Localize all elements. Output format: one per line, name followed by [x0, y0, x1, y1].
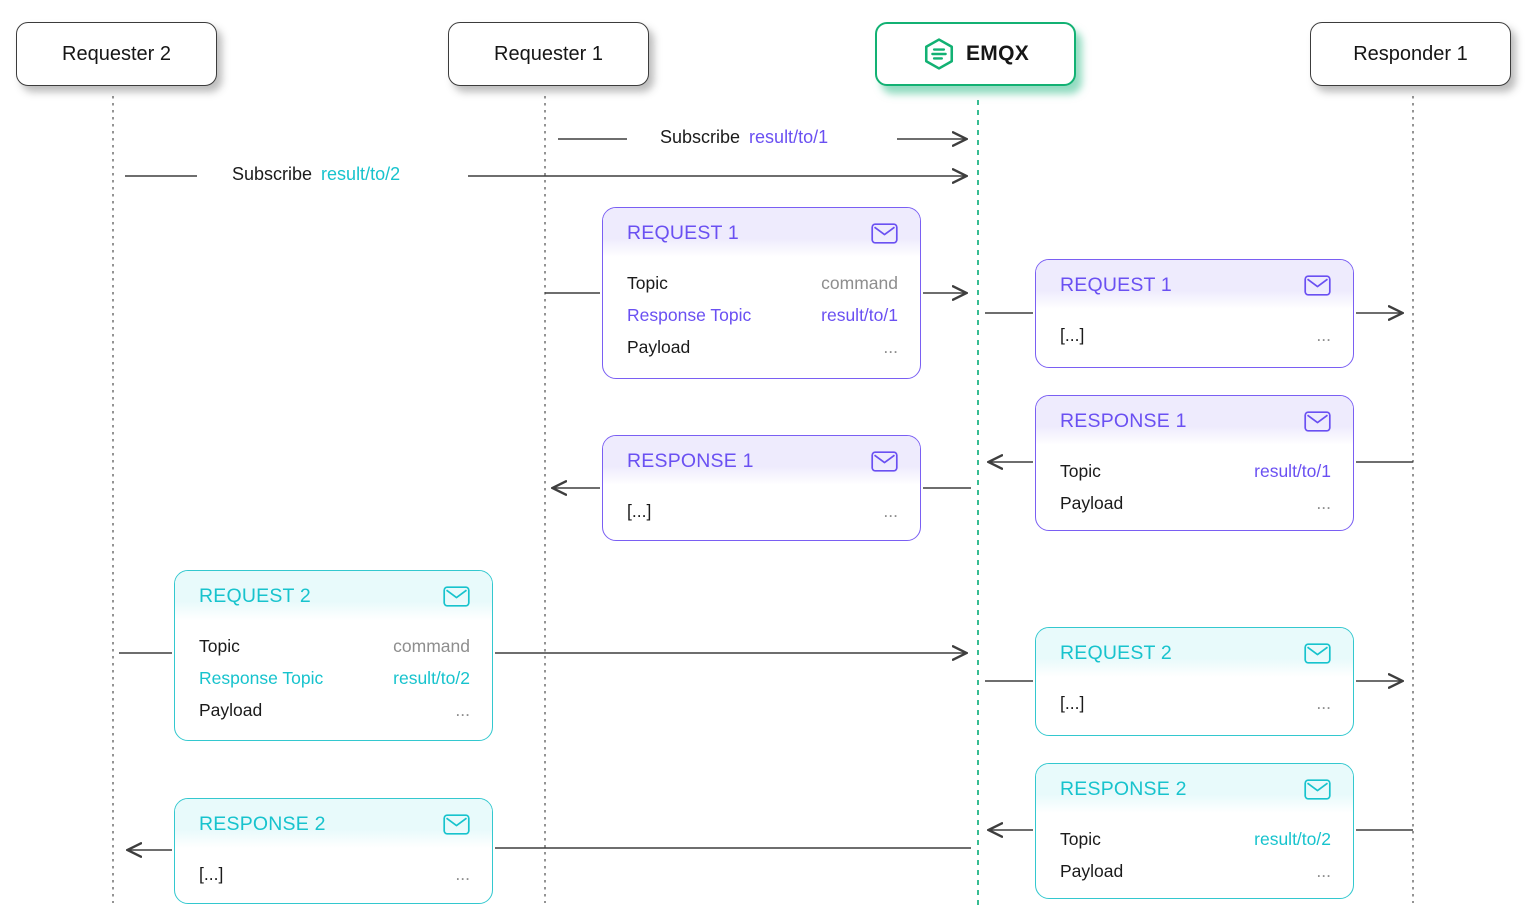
card-title: RESPONSE 2 [199, 813, 326, 835]
card-header: RESPONSE 1 [1036, 396, 1353, 445]
card-body: Topic command Response Topic result/to/1… [603, 257, 920, 363]
request-1-card-responder-side: REQUEST 1 [...] ... [1035, 259, 1354, 368]
card-title: RESPONSE 2 [1060, 778, 1187, 800]
mail-icon [443, 814, 470, 835]
card-title: REQUEST 1 [1060, 274, 1172, 296]
subscribe-2-label: Subscribe result/to/2 [232, 164, 400, 185]
card-title: REQUEST 2 [1060, 642, 1172, 664]
subscribe-action: Subscribe [232, 164, 313, 184]
subscribe-action: Subscribe [660, 127, 741, 147]
mail-icon [1304, 779, 1331, 800]
card-body: [...] ... [603, 485, 920, 527]
subscribe-1-label: Subscribe result/to/1 [660, 127, 828, 148]
card-row: Topic command [627, 273, 898, 293]
mail-icon [1304, 411, 1331, 432]
mail-icon [871, 223, 898, 244]
card-row: [...] ... [199, 864, 470, 884]
request-1-card-requester-side: REQUEST 1 Topic command Response Topic r… [602, 207, 921, 379]
card-body: Topic result/to/2 Payload ... [1036, 813, 1353, 887]
card-body: Topic command Response Topic result/to/2… [175, 620, 492, 726]
card-header: REQUEST 2 [1036, 628, 1353, 677]
card-body: [...] ... [1036, 309, 1353, 351]
card-row: Topic result/to/1 [1060, 461, 1331, 481]
subscribe-topic: result/to/1 [749, 127, 829, 147]
card-header: RESPONSE 1 [603, 436, 920, 485]
response-1-card-requester-side: RESPONSE 1 [...] ... [602, 435, 921, 541]
actor-label: Requester 2 [62, 42, 171, 65]
response-2-card-responder-side: RESPONSE 2 Topic result/to/2 Payload ... [1035, 763, 1354, 899]
actor-label: EMQX [965, 42, 1030, 65]
mail-icon [1304, 643, 1331, 664]
card-title: RESPONSE 1 [1060, 410, 1187, 432]
card-row: Topic command [199, 636, 470, 656]
card-row: Topic result/to/2 [1060, 829, 1331, 849]
card-row: Response Topic result/to/2 [199, 668, 470, 688]
card-header: RESPONSE 2 [175, 799, 492, 848]
card-header: REQUEST 2 [175, 571, 492, 620]
actor-requester-2: Requester 2 [16, 22, 217, 86]
card-header: RESPONSE 2 [1036, 764, 1353, 813]
card-row: [...] ... [1060, 325, 1331, 345]
card-row: [...] ... [1060, 693, 1331, 713]
card-header: REQUEST 1 [603, 208, 920, 257]
card-title: REQUEST 2 [199, 585, 311, 607]
response-1-card-responder-side: RESPONSE 1 Topic result/to/1 Payload ... [1035, 395, 1354, 531]
subscribe-topic: result/to/2 [321, 164, 401, 184]
actor-responder-1: Responder 1 [1310, 22, 1511, 86]
actor-emqx: EMQX [875, 22, 1076, 86]
card-body: Topic result/to/1 Payload ... [1036, 445, 1353, 519]
request-2-card-requester-side: REQUEST 2 Topic command Response Topic r… [174, 570, 493, 741]
card-row: Payload ... [199, 700, 470, 720]
card-header: REQUEST 1 [1036, 260, 1353, 309]
card-title: REQUEST 1 [627, 222, 739, 244]
request-2-card-responder-side: REQUEST 2 [...] ... [1035, 627, 1354, 736]
mail-icon [1304, 275, 1331, 296]
card-title: RESPONSE 1 [627, 450, 754, 472]
emqx-hexagon-icon [924, 38, 953, 70]
card-body: [...] ... [175, 848, 492, 890]
card-row: [...] ... [627, 501, 898, 521]
response-2-card-requester-side: RESPONSE 2 [...] ... [174, 798, 493, 904]
actor-requester-1: Requester 1 [448, 22, 649, 86]
mail-icon [443, 586, 470, 607]
actor-label: Responder 1 [1353, 42, 1468, 65]
card-row: Payload ... [627, 337, 898, 357]
card-row: Response Topic result/to/1 [627, 305, 898, 325]
card-row: Payload ... [1060, 861, 1331, 881]
actor-label: Requester 1 [494, 42, 603, 65]
card-row: Payload ... [1060, 493, 1331, 513]
card-body: [...] ... [1036, 677, 1353, 719]
mail-icon [871, 451, 898, 472]
